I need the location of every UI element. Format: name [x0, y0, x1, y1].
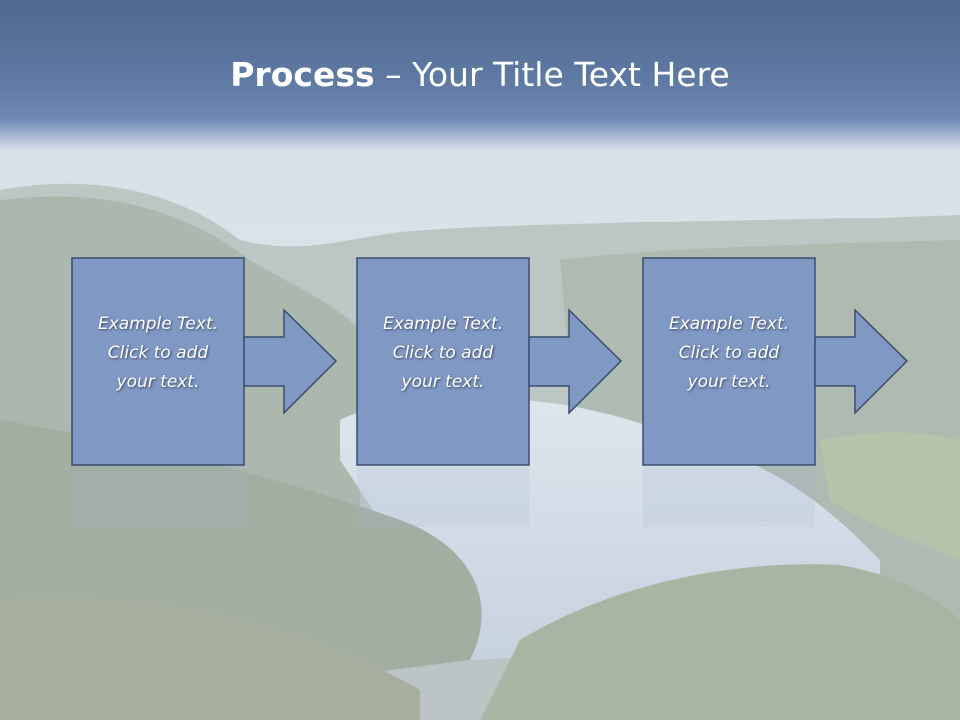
arrow-right-icon: [814, 308, 909, 415]
title-rest: – Your Title Text Here: [374, 55, 730, 94]
step-text-1[interactable]: Example Text. Click to add your text.: [72, 310, 244, 397]
arrow-right-icon: [528, 308, 623, 415]
step-box-3[interactable]: [642, 257, 816, 466]
step-reflection-1: [72, 467, 244, 527]
title-band: [0, 0, 960, 150]
step-text-line: Example Text.: [382, 314, 504, 334]
arrow-right-icon: [243, 308, 338, 415]
title-bold-word: Process: [230, 55, 375, 94]
process-step-3[interactable]: [642, 257, 909, 527]
step-text-line: your text.: [401, 372, 485, 392]
step-text-line: your text.: [116, 372, 200, 392]
step-text-line: your text.: [687, 372, 771, 392]
step-text-line: Click to add: [678, 343, 780, 363]
step-text-line: Example Text.: [668, 314, 790, 334]
step-text-2[interactable]: Example Text. Click to add your text.: [357, 310, 529, 397]
step-text-line: Click to add: [392, 343, 494, 363]
process-step-1[interactable]: [71, 257, 338, 527]
step-text-3[interactable]: Example Text. Click to add your text.: [643, 310, 815, 397]
slide-title[interactable]: Process – Your Title Text Here: [0, 52, 960, 98]
process-step-2[interactable]: [356, 257, 623, 527]
step-reflection-2: [357, 467, 529, 527]
process-steps: [71, 257, 909, 527]
step-text-line: Click to add: [107, 343, 209, 363]
step-text-line: Example Text.: [97, 314, 219, 334]
step-reflection-3: [643, 467, 815, 527]
